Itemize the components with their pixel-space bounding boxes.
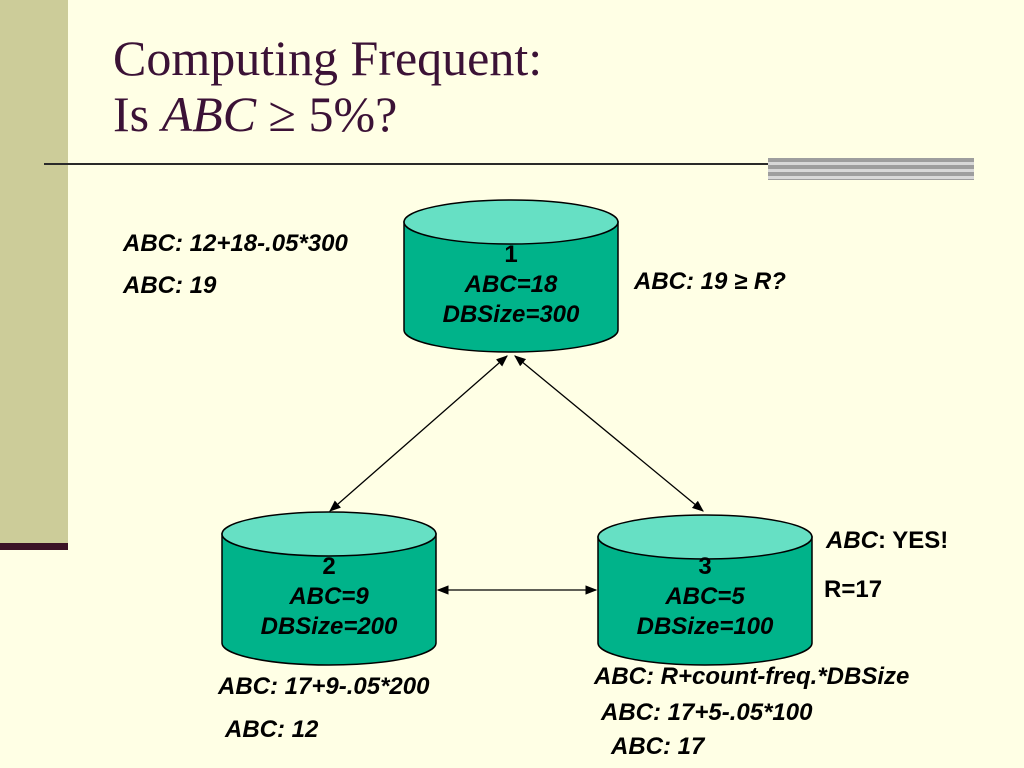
node-3-abc: ABC=5 xyxy=(665,583,745,610)
node-2-result-note: ABC: 12 xyxy=(225,716,319,743)
node-2-dbsize: DBSize=200 xyxy=(260,613,398,640)
node-3-yes-note: ABC: YES! xyxy=(826,527,948,555)
title-divider-accent xyxy=(768,158,974,180)
node-2-id: 2 xyxy=(322,553,336,580)
node-1-calc-note: ABC: 12+18-.05*300 xyxy=(123,230,348,257)
title-prefix: Is xyxy=(113,86,162,142)
title-abc: ABC xyxy=(161,86,257,142)
node-3-formula-note: ABC: R+count-freq.*DBSize xyxy=(594,663,910,690)
title-line-2: Is ABC ≥ 5%? xyxy=(113,86,542,142)
node-1-label: 1 ABC=18 DBSize=300 xyxy=(404,240,618,330)
sidebar-accent-bar xyxy=(0,543,68,550)
node-1-abc: ABC=18 xyxy=(464,271,558,298)
node-1-check-note: ABC: 19 ≥ R? xyxy=(634,268,786,295)
node-2-calc-note: ABC: 17+9-.05*200 xyxy=(218,673,430,700)
node-3-dbsize: DBSize=100 xyxy=(636,613,774,640)
node-3-label: 3 ABC=5 DBSize=100 xyxy=(598,552,812,642)
node-1-result-note: ABC: 19 xyxy=(123,272,217,299)
slide-title: Computing Frequent: Is ABC ≥ 5%? xyxy=(113,30,542,142)
database-node-3 xyxy=(597,514,813,666)
sidebar-decoration xyxy=(0,0,68,548)
title-suffix: ≥ 5%? xyxy=(256,86,398,142)
title-divider xyxy=(44,163,974,165)
arrow-node1-node3 xyxy=(514,355,704,512)
database-node-2 xyxy=(221,511,437,666)
node-1-dbsize: DBSize=300 xyxy=(442,301,580,328)
database-node-1 xyxy=(403,199,619,353)
node-2-abc: ABC=9 xyxy=(289,583,369,610)
yes-text: : YES! xyxy=(878,527,949,554)
node-2-label: 2 ABC=9 DBSize=200 xyxy=(222,552,436,642)
node-1-id: 1 xyxy=(504,241,518,268)
node-3-result-note: ABC: 17 xyxy=(611,733,705,760)
node-3-calc-note: ABC: 17+5-.05*100 xyxy=(601,699,813,726)
arrow-node1-node2 xyxy=(329,355,508,512)
node-3-id: 3 xyxy=(698,553,712,580)
title-line-1: Computing Frequent: xyxy=(113,30,543,86)
node-3-r-note: R=17 xyxy=(824,576,883,603)
yes-abc: ABC xyxy=(826,527,878,554)
